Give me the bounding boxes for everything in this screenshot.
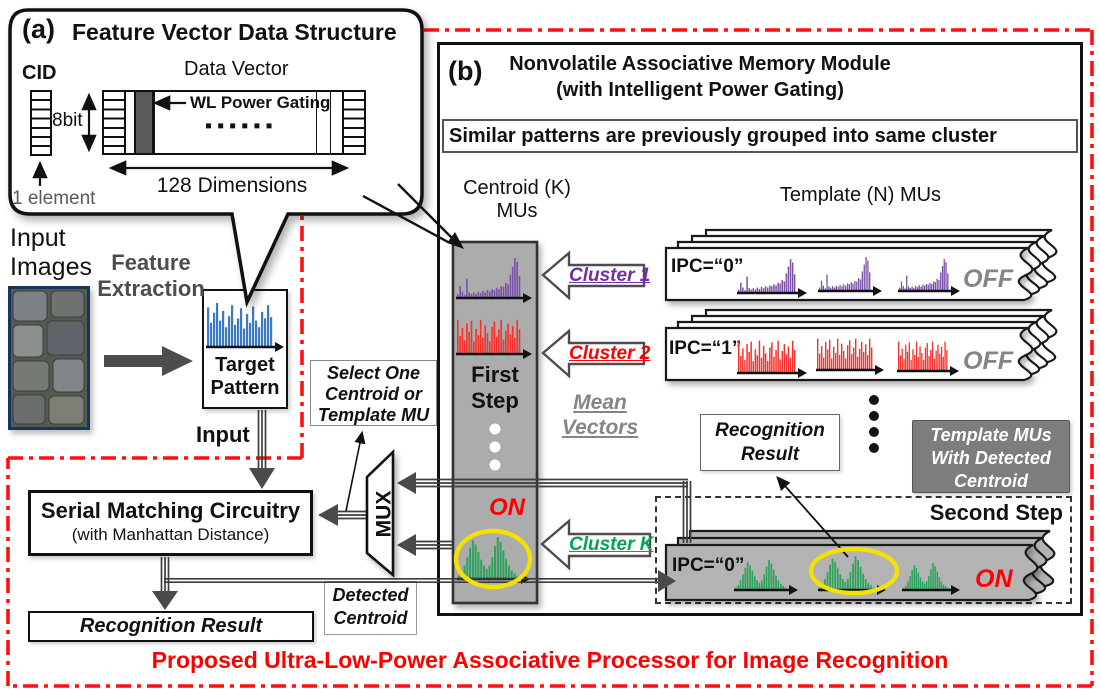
select-line3: Template MU xyxy=(317,405,430,425)
recognition-result-box: Recognition Result xyxy=(700,414,840,471)
ipc0-secondstep-label: IPC=“0” xyxy=(672,555,745,576)
vector-ellipsis-dots: ▪▪▪▪▪▪ xyxy=(205,115,278,137)
secondstep-histogram-1 xyxy=(734,560,798,595)
final-result-label: Recognition Result xyxy=(79,615,263,637)
serial-matching-box: Serial Matching Circuitry (with Manhatta… xyxy=(28,490,313,556)
serial-subtitle: (with Manhattan Distance) xyxy=(71,525,270,544)
second-step-region xyxy=(655,496,1072,604)
callout-label: (a) xyxy=(22,14,55,44)
input-images-line2: Images xyxy=(10,253,92,281)
select-line2: Centroid or xyxy=(325,384,422,404)
bits-label: 8bit xyxy=(52,110,83,131)
second-step-label: Second Step xyxy=(929,500,1063,525)
data-vector-row xyxy=(102,90,366,155)
mean-vectors-line1: Mean xyxy=(573,391,627,414)
cell-divider-3 xyxy=(330,92,331,153)
centroid-header-line2: MUs xyxy=(496,200,538,222)
module-title-line2: (with Intelligent Power Gating) xyxy=(556,79,844,101)
callout-title: Feature Vector Data Structure xyxy=(72,19,397,45)
input-images-line1: Input xyxy=(10,224,66,252)
cell-divider-2 xyxy=(316,92,317,153)
clusterK-arrow: Cluster K xyxy=(540,516,654,573)
cid-column xyxy=(30,90,52,156)
centroid-header-line1: Centroid (K) xyxy=(463,177,571,199)
final-result-box: Recognition Result xyxy=(28,611,314,642)
module-title-line1: Nonvolatile Associative Memory Module xyxy=(509,53,891,75)
vector-left-cells xyxy=(104,92,126,153)
wl-power-gating-label: WL Power Gating xyxy=(190,93,331,112)
mean-vectors-line2: Vectors xyxy=(561,416,639,439)
recognition-result-line2: Result xyxy=(740,444,800,465)
off-row1-label: OFF xyxy=(963,265,1013,293)
banner-text: Similar patterns are previously grouped … xyxy=(449,125,997,147)
secondstep-histogram-3 xyxy=(902,563,960,595)
element-label: 1 element xyxy=(12,188,96,209)
row1-histogram-2 xyxy=(818,257,882,296)
template-row-cluster1 xyxy=(664,228,1058,302)
banner-box: Similar patterns are previously grouped … xyxy=(442,119,1078,153)
serial-title: Serial Matching Circuitry xyxy=(40,498,301,523)
on-secondstep-label: ON xyxy=(975,565,1013,593)
input-label: Input xyxy=(196,422,250,447)
template-mus-detected-box: Template MUs With Detected Centroid xyxy=(912,420,1070,493)
target-histogram xyxy=(206,303,284,352)
cluster1-label: Cluster 1 xyxy=(569,265,651,286)
tmu-line2: With Detected xyxy=(931,448,1051,468)
detected-line2: Centroid xyxy=(333,608,408,628)
feature-extraction-line1: Feature xyxy=(111,250,191,275)
cid-label: CID xyxy=(22,62,57,84)
tmu-line1: Template MUs xyxy=(930,425,1052,445)
first-step-line1: First xyxy=(471,362,519,387)
template-ellipsis-dots xyxy=(869,395,879,453)
column-ellipsis-dots xyxy=(489,423,501,471)
clusterK-label: Cluster K xyxy=(569,534,654,555)
target-pattern-line1: Target xyxy=(215,354,275,376)
cluster2-arrow: Cluster 2 xyxy=(541,325,651,382)
target-pattern-line2: Pattern xyxy=(210,377,280,399)
detected-line1: Detected xyxy=(332,585,409,605)
centroid1-histogram xyxy=(456,258,532,303)
vector-right-cells xyxy=(342,92,364,153)
select-mu-box: Select One Centroid or Template MU xyxy=(310,360,437,426)
module-label: (b) xyxy=(448,56,483,86)
row1-histogram-1 xyxy=(737,259,807,298)
gated-cell xyxy=(134,92,154,153)
cell-divider-1 xyxy=(154,92,155,153)
row2-histogram-2 xyxy=(816,338,884,375)
cluster2-label: Cluster 2 xyxy=(569,343,651,364)
ipc1-row2-label: IPC=“1” xyxy=(669,338,742,359)
select-line1: Select One xyxy=(326,363,421,383)
figure-caption: Proposed Ultra-Low-Power Associative Pro… xyxy=(151,647,949,673)
first-step-line2: Step xyxy=(471,388,519,413)
tmu-line3: Centroid xyxy=(954,471,1028,491)
feature-vector-callout xyxy=(8,8,424,308)
data-vector-label: Data Vector xyxy=(184,58,289,80)
column-on-label: ON xyxy=(489,494,525,521)
input-image xyxy=(8,286,90,430)
ipc0-row1-label: IPC=“0” xyxy=(671,256,744,277)
detected-centroid-box: Detected Centroid xyxy=(324,581,417,635)
row2-histogram-1 xyxy=(737,340,807,378)
centroid2-histogram xyxy=(456,319,532,359)
recognition-result-line1: Recognition xyxy=(715,420,825,441)
feature-extraction-line2: Extraction xyxy=(97,276,205,301)
row1-histogram-3 xyxy=(898,259,960,296)
dimensions-label: 128 Dimensions xyxy=(156,174,308,197)
secondstep-histogram-2 xyxy=(818,556,886,595)
cluster1-arrow: Cluster 1 xyxy=(541,248,651,303)
template-header: Template (N) MUs xyxy=(779,184,942,206)
row2-histogram-3 xyxy=(897,341,959,376)
off-row2-label: OFF xyxy=(963,347,1013,375)
centroidK-histogram xyxy=(457,537,530,584)
